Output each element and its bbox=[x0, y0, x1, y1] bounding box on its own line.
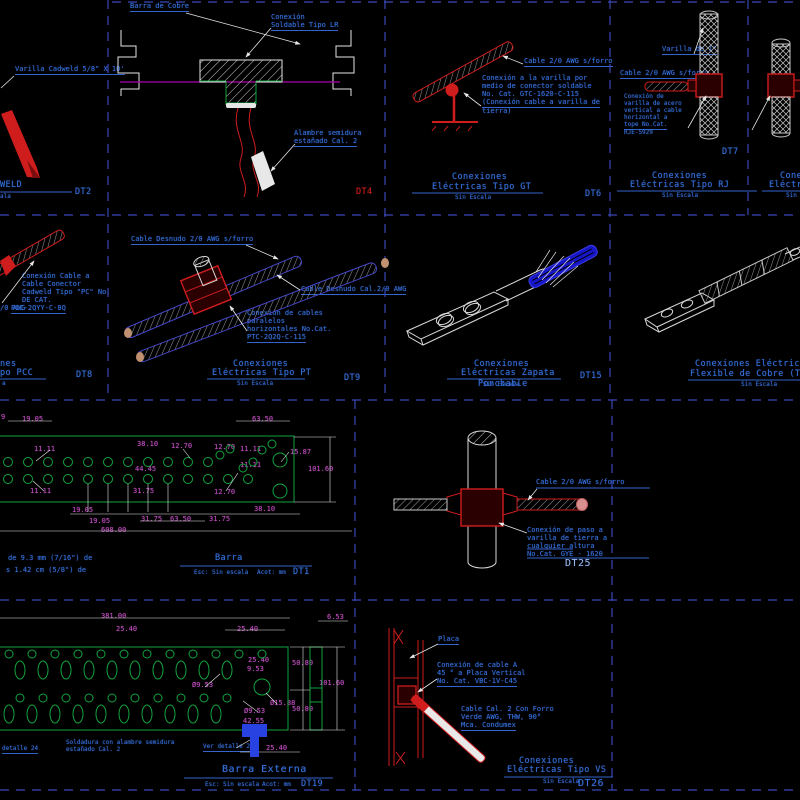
title-underlines bbox=[0, 190, 800, 779]
dt19-barra-externa-art bbox=[0, 617, 348, 757]
dt1-barra-art bbox=[0, 420, 352, 532]
dt25-clamp-art bbox=[393, 430, 588, 569]
dt2-rod-art bbox=[0, 75, 40, 178]
dt7-rj-art bbox=[644, 10, 723, 140]
dt8-pcc-art bbox=[0, 229, 65, 304]
dt15-zapata-art bbox=[405, 244, 598, 346]
dt26-vs-art bbox=[388, 628, 486, 766]
dt4-connector-art bbox=[117, 12, 355, 198]
dt6-gt-art bbox=[412, 41, 524, 132]
rjpartial-rod-art bbox=[751, 38, 800, 138]
dt9-pt-art bbox=[124, 244, 389, 363]
flexible-strap-art bbox=[643, 246, 800, 333]
